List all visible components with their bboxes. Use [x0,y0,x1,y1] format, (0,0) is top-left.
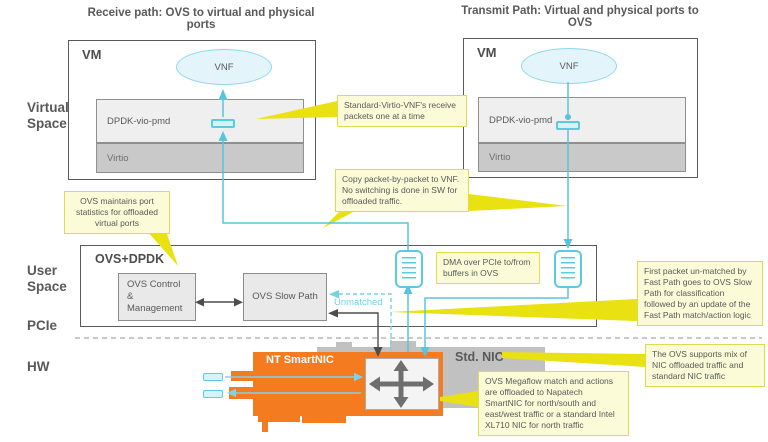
smartnic-switch-box [365,358,439,410]
callout-mix-traffic: The OVS supports mix of NIC offloaded tr… [645,344,765,388]
callout-copy-packet: Copy packet-by-packet to VNF. No switchi… [335,169,469,213]
ovs-slow-path-box: OVS Slow Path [243,273,327,321]
vhost-port-icon-right [556,121,580,130]
physical-port-icon-bottom [203,390,223,398]
label-user-space: User Space [27,263,67,294]
virtio-right-box: Virtio [478,143,686,172]
receive-path-title: Receive path: OVS to virtual and physica… [87,7,315,31]
vm-right-box: VM VNF DPDK-vio-pmd Virtio [463,38,698,178]
callout-virtio-vnf: Standard-Virtio-VNF's receive packets on… [337,95,467,128]
smartnic-left-tab [231,371,253,381]
ovs-buffer-icon-right [554,250,582,288]
label-hw: HW [27,359,50,374]
label-virtual-space: Virtual Space [27,100,69,131]
vhost-port-icon-left [211,119,235,128]
vnf-right-ellipse: VNF [521,48,617,84]
smartnic-left-tab [229,387,253,399]
nic-component-tab [390,341,416,350]
pcie-connector-finger [302,416,346,423]
nic-component-tab [336,342,352,350]
unmatched-label: Unmatched [334,297,383,308]
callout-first-packet: First packet un-matched by Fast Path goe… [637,261,763,327]
nt-smartnic-label: NT SmartNIC [266,354,334,366]
transmit-path-title: Transmit Path: Virtual and physical port… [461,5,699,29]
pcie-connector-finger [258,416,300,422]
callout-dma: DMA over PCIe to/from buffers in OVS [436,252,540,285]
virtio-left-box: Virtio [96,143,304,173]
callout-megaflow: OVS Megaflow match and actions are offlo… [478,371,629,437]
label-pcie: PCIe [27,318,58,333]
vm-left-box: VM VNF DPDK-vio-pmd Virtio [68,40,316,180]
callout-port-stats: OVS maintains port statistics for offloa… [64,191,170,235]
vnf-left-ellipse: VNF [176,49,272,85]
dpdk-vio-pmd-left-box: DPDK-vio-pmd [96,99,304,143]
vm-right-title: VM [477,45,497,60]
pcie-connector-pin [262,421,268,432]
ovs-control-management-box: OVS Control & Management [118,273,196,321]
physical-port-icon-top [203,373,223,381]
ovs-buffer-icon-left [395,250,423,288]
dpdk-vio-pmd-right-box: DPDK-vio-pmd [478,97,686,143]
vm-left-title: VM [82,47,102,62]
std-nic-label: Std. NIC [455,350,504,364]
ovs-dpdk-title: OVS+DPDK [95,252,165,266]
